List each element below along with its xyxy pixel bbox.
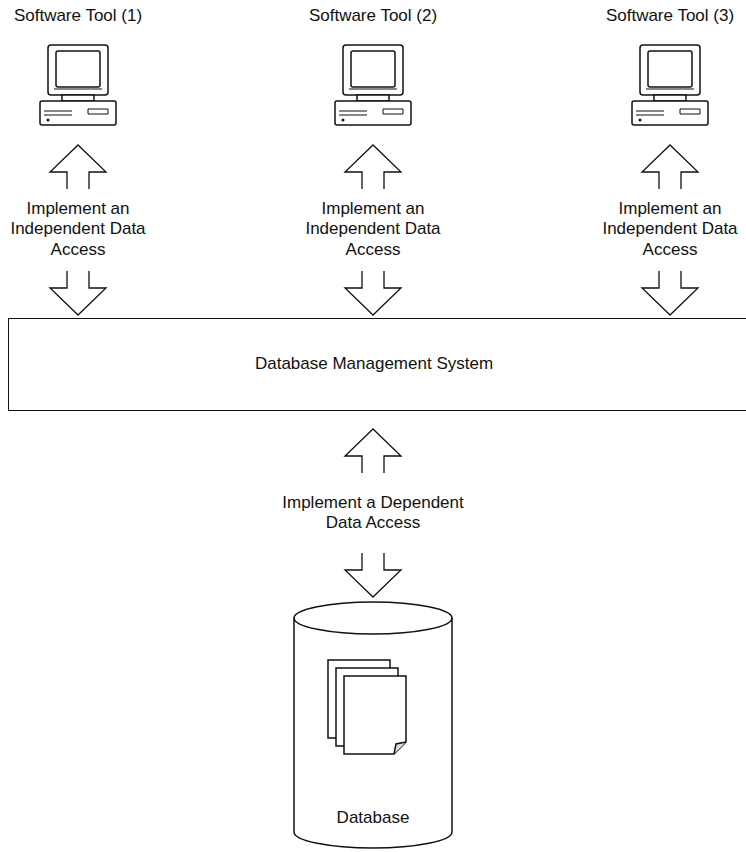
tool-label: Software Tool (1) xyxy=(3,4,153,26)
arrow-head xyxy=(345,429,401,473)
arrow-head xyxy=(345,553,401,597)
arrow-head xyxy=(642,271,698,315)
tool-label: Software Tool (3) xyxy=(595,4,745,26)
computer-icon xyxy=(40,45,116,125)
arrow-label: Implement an Independent Data Access xyxy=(296,198,450,261)
arrow-label: Implement an Independent Data Access xyxy=(1,198,155,261)
database-cylinder: Database xyxy=(292,600,454,850)
document-stack xyxy=(328,660,406,754)
cylinder-top xyxy=(294,602,452,634)
software-tool: Software Tool (3) xyxy=(595,4,745,127)
arrow-head xyxy=(642,145,698,189)
software-tool: Software Tool (2) xyxy=(298,4,448,127)
computer-icon xyxy=(335,45,411,125)
arrow-head xyxy=(345,145,401,189)
arrow-head xyxy=(50,271,106,315)
arrow-label: Implement a Dependent Data Access xyxy=(264,492,483,535)
arrow-head xyxy=(50,145,106,189)
computer-icon xyxy=(632,45,708,125)
arrow-label: Implement an Independent Data Access xyxy=(593,198,746,261)
system-label: Database Management System xyxy=(9,354,739,374)
system-band: Database Management System xyxy=(8,318,746,411)
tool-label: Software Tool (2) xyxy=(298,4,448,26)
database-label: Database xyxy=(292,808,454,828)
arrow-head xyxy=(345,271,401,315)
software-tool: Software Tool (1) xyxy=(3,4,153,127)
